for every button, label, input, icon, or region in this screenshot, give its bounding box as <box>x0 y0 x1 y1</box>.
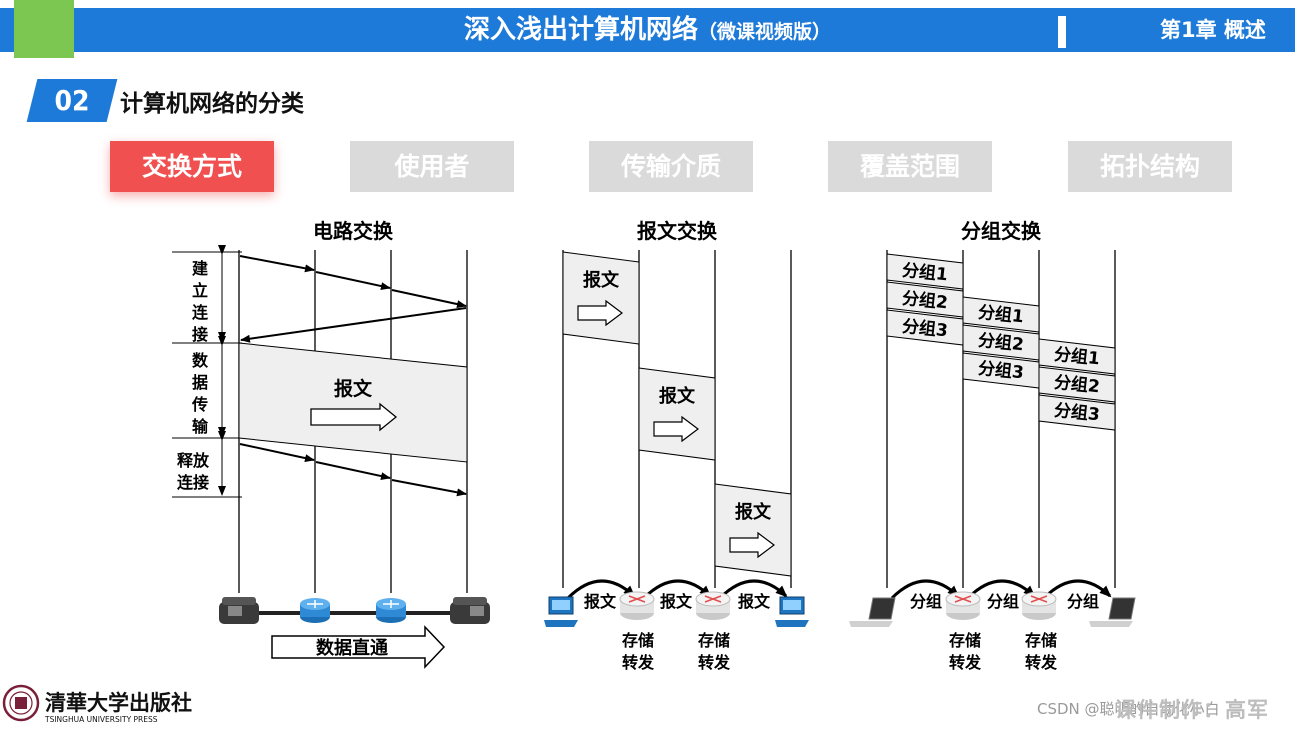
packet-c3-1: 分组1 <box>1053 344 1101 370</box>
phase-transfer-4: 输 <box>192 417 209 436</box>
circuit-message-label: 报文 <box>334 377 373 400</box>
computer-icon-left <box>544 596 578 627</box>
publisher-name: 清華大学出版社 <box>45 690 192 715</box>
header-divider <box>1058 16 1066 48</box>
switch-icon-2 <box>376 598 406 623</box>
packet-c1-1: 分组1 <box>901 260 949 286</box>
direct-arrow <box>271 625 446 669</box>
publisher-logo: 清華大学出版社 TSINGHUA UNIVERSITY PRESS <box>2 684 192 724</box>
section-number: 02 <box>54 84 90 117</box>
csdn-watermark: CSDN @聪明的自动化小白 <box>1037 700 1220 718</box>
message-title: 报文交换 <box>637 219 718 243</box>
packet-store-label-2: 存储 <box>1025 631 1057 650</box>
hop-label-2: 报文 <box>660 592 693 611</box>
direct-label: 数据直通 <box>316 637 388 659</box>
packet-switching-diagram: 分组交换 分组1 分组2 分组3 分组1 分组2 分组3 分组1 分组2 分组3… <box>849 219 1136 672</box>
header-accent-block <box>14 0 74 58</box>
packet-c2-3: 分组3 <box>977 358 1025 384</box>
laptop-icon-left <box>849 597 896 627</box>
forward-label-1: 转发 <box>622 653 655 672</box>
packet-c1-2: 分组2 <box>901 288 949 314</box>
phase-transfer-2: 据 <box>192 373 208 392</box>
packet-c2-2: 分组2 <box>977 330 1025 356</box>
router-icon-2 <box>695 591 731 620</box>
router-icon-4 <box>1021 591 1057 620</box>
packet-forward-label-1: 转发 <box>949 653 982 672</box>
packet-c3-2: 分组2 <box>1053 372 1101 398</box>
phase-release-1: 释放 <box>177 451 210 470</box>
packet-hop-label-1: 分组 <box>910 592 942 611</box>
author-overlay: 课件制作：高军 <box>1115 698 1269 722</box>
circuit-phase-labels: 建 立 连 接 数 据 传 输 释放 连接 <box>177 259 210 492</box>
header-bar <box>0 8 1295 52</box>
tab-topology[interactable]: 拓扑结构 <box>1068 141 1232 192</box>
chapter-label: 第1章 概述 <box>1160 18 1266 42</box>
hop-label-3: 报文 <box>738 592 771 611</box>
store-label-1: 存储 <box>622 631 654 650</box>
course-title-main: 深入浅出计算机网络 <box>463 15 698 45</box>
store-label-2: 存储 <box>698 631 730 650</box>
phase-transfer-3: 传 <box>191 395 208 414</box>
tab-coverage[interactable]: 覆盖范围 <box>828 141 992 192</box>
message-box-2-label: 报文 <box>659 385 696 407</box>
course-title-sub: （微课视频版） <box>698 21 832 43</box>
course-title: 深入浅出计算机网络（微课视频版） <box>0 8 1295 52</box>
message-box-3-label: 报文 <box>735 501 772 523</box>
phase-release-2: 连接 <box>177 473 209 492</box>
packet-hop-label-3: 分组 <box>1067 592 1099 611</box>
switch-icon-1 <box>300 598 330 623</box>
packet-hop-label-2: 分组 <box>987 592 1019 611</box>
router-icon-1 <box>619 591 655 620</box>
router-icon-3 <box>945 591 981 620</box>
circuit-switching-diagram: 电路交换 建 立 连 接 数 据 传 输 释放 连接 <box>172 219 490 669</box>
packet-forward-label-2: 转发 <box>1025 653 1058 672</box>
forward-label-2: 转发 <box>698 653 731 672</box>
phone-icon-left <box>219 597 259 624</box>
laptop-icon-right <box>1089 597 1136 627</box>
packet-c3-3: 分组3 <box>1053 400 1101 426</box>
phase-transfer-1: 数 <box>192 351 209 370</box>
tab-switching-mode[interactable]: 交换方式 <box>110 141 274 192</box>
phase-setup-4: 接 <box>192 325 208 344</box>
tab-users[interactable]: 使用者 <box>350 141 514 192</box>
phase-setup-3: 连 <box>192 303 209 322</box>
hop-label-1: 报文 <box>584 592 617 611</box>
computer-icon-right <box>775 596 809 627</box>
circuit-title: 电路交换 <box>313 219 394 243</box>
section-title: 计算机网络的分类 <box>120 91 304 117</box>
packet-title: 分组交换 <box>961 219 1042 243</box>
message-switching-diagram: 报文交换 报文 报文 报文 报文 报文 报文 <box>544 219 809 672</box>
phone-icon-right <box>450 597 490 624</box>
packet-store-label-1: 存储 <box>949 631 981 650</box>
packet-c2-1: 分组1 <box>977 302 1025 328</box>
tab-medium[interactable]: 传输介质 <box>589 141 753 192</box>
phase-setup-2: 立 <box>192 281 208 300</box>
packet-c1-3: 分组3 <box>901 316 949 342</box>
message-box-1-label: 报文 <box>583 269 620 291</box>
publisher-en: TSINGHUA UNIVERSITY PRESS <box>44 715 158 724</box>
phase-setup-1: 建 <box>192 259 208 278</box>
